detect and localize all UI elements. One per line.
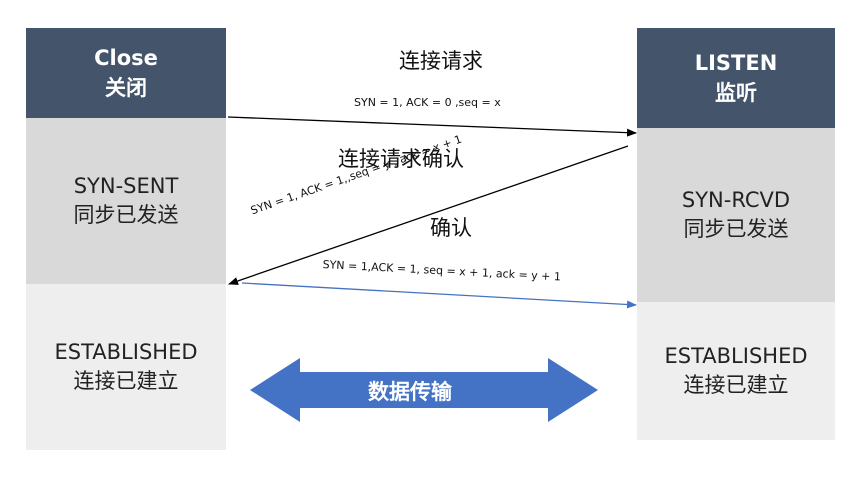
server-header-subtitle: 监听 (715, 81, 757, 105)
ack-title: 确认 (430, 216, 472, 240)
ack-arrow (241, 282, 637, 309)
client-state-syn-sent-cn: 同步已发送 (73, 203, 179, 227)
server-state-syn-rcvd: SYN-RCVD 同步已发送 (637, 128, 835, 302)
client-state-syn-sent-label: SYN-SENT (73, 174, 179, 198)
server-state-established: ESTABLISHED 连接已建立 (637, 302, 835, 440)
server-state-syn-rcvd-cn: 同步已发送 (683, 217, 789, 241)
server-header-title: LISTEN (694, 51, 778, 75)
syn-detail: SYN = 1, ACK = 0 ,seq = x (354, 96, 501, 109)
server-state-syn-rcvd-label: SYN-RCVD (681, 188, 791, 212)
syn-arrow (227, 116, 637, 137)
server-header: LISTEN 监听 (637, 28, 835, 128)
server-state-established-cn: 连接已建立 (683, 373, 789, 397)
client-state-established-label: ESTABLISHED (54, 340, 198, 364)
client-header: Close 关闭 (26, 28, 226, 118)
client-header-subtitle: 关闭 (105, 76, 147, 100)
data-transfer-label: 数据传输 (368, 380, 452, 404)
client-header-title: Close (94, 46, 158, 70)
client-state-established-cn: 连接已建立 (73, 369, 179, 393)
client-state-established: ESTABLISHED 连接已建立 (26, 284, 226, 450)
server-state-established-label: ESTABLISHED (664, 344, 808, 368)
syn-ack-arrow (228, 145, 629, 285)
data-transfer-arrow (250, 358, 598, 422)
syn-title: 连接请求 (399, 49, 483, 73)
client-state-syn-sent: SYN-SENT 同步已发送 (26, 118, 226, 284)
syn-ack-title: 连接请求确认 (338, 147, 464, 171)
